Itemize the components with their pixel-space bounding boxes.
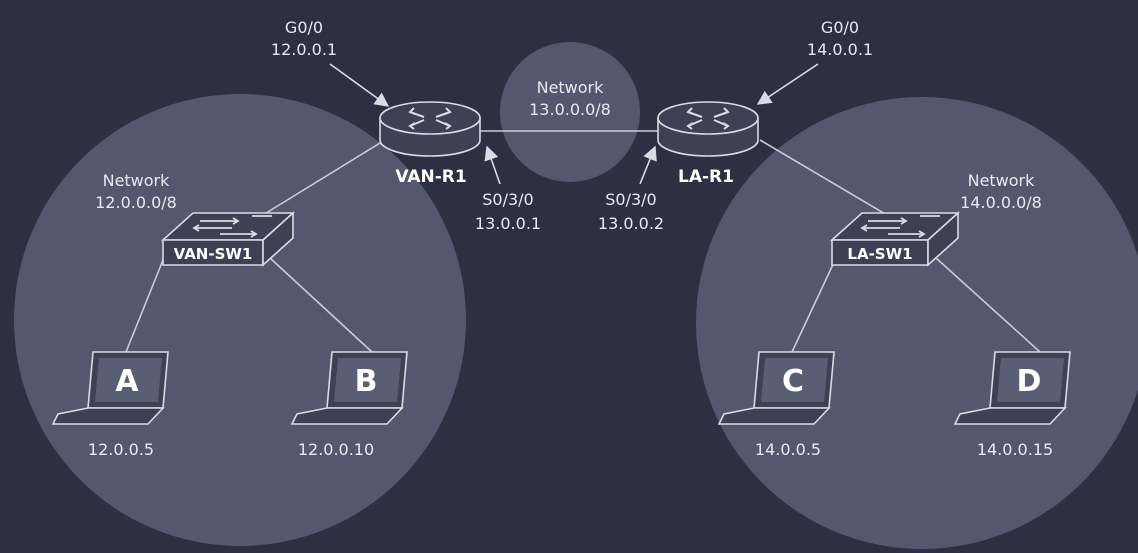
laptop-icon — [51, 351, 169, 425]
host-letter: B — [355, 364, 378, 399]
network-zone-right — [696, 97, 1138, 549]
switch-icon — [160, 211, 296, 267]
arrow-la-g00 — [756, 63, 819, 105]
router-la-r1[interactable] — [657, 101, 759, 157]
link-la-sw1-c — [791, 257, 837, 353]
wan-network-title: Network — [537, 78, 605, 97]
callout-arrows — [329, 63, 819, 185]
host-letter: C — [782, 364, 804, 399]
arrow-la-s030 — [639, 145, 657, 185]
la-s-iface-label: S0/3/0 — [605, 190, 656, 209]
router-icon — [379, 101, 481, 157]
van-g-iface-label: G0/0 — [285, 18, 323, 37]
la-s-ip-label: 13.0.0.2 — [598, 214, 664, 233]
van-s-ip-label: 13.0.0.1 — [475, 214, 541, 233]
network-zone-left — [14, 94, 466, 546]
van-router-name: VAN-R1 — [395, 167, 466, 187]
host-c[interactable]: C — [717, 351, 835, 425]
host-letter: A — [115, 364, 139, 399]
la-g-ip-label: 14.0.0.1 — [807, 40, 873, 59]
host-a-ip: 12.0.0.5 — [88, 440, 154, 459]
switch-la-sw1[interactable] — [829, 211, 961, 267]
switch-icon — [829, 211, 961, 267]
van-g-ip-label: 12.0.0.1 — [271, 40, 337, 59]
left-network-address: 12.0.0.0/8 — [95, 193, 177, 212]
la-g-iface-label: G0/0 — [821, 18, 859, 37]
network-zone-wan — [500, 42, 640, 182]
laptop-icon — [290, 351, 408, 425]
left-network-title: Network — [103, 171, 171, 190]
van-s-iface-label: S0/3/0 — [482, 190, 533, 209]
wan-network-address: 13.0.0.0/8 — [529, 100, 611, 119]
link-la-sw1-d — [935, 257, 1041, 353]
link-van-r1-sw1 — [257, 139, 386, 219]
host-b[interactable]: B — [290, 351, 408, 425]
host-letter: D — [1017, 364, 1042, 399]
right-network-title: Network — [968, 171, 1036, 190]
arrow-van-g00 — [329, 63, 390, 107]
link-la-r1-sw1 — [759, 139, 893, 219]
link-van-sw1-a — [125, 254, 166, 353]
router-icon — [657, 101, 759, 157]
host-d-ip: 14.0.0.15 — [977, 440, 1053, 459]
switch-van-sw1[interactable] — [160, 211, 296, 267]
host-b-ip: 12.0.0.10 — [298, 440, 374, 459]
router-van-r1[interactable] — [379, 101, 481, 157]
right-network-address: 14.0.0.0/8 — [960, 193, 1042, 212]
laptop-icon — [717, 351, 835, 425]
links — [125, 130, 1041, 353]
host-c-ip: 14.0.0.5 — [755, 440, 821, 459]
link-van-sw1-b — [269, 257, 373, 353]
laptop-icon — [953, 351, 1071, 425]
host-d[interactable]: D — [953, 351, 1071, 425]
host-a[interactable]: A — [51, 351, 169, 425]
la-switch-name: LA-SW1 — [847, 245, 912, 263]
la-router-name: LA-R1 — [678, 167, 734, 187]
arrow-van-s030 — [484, 145, 501, 185]
van-switch-name: VAN-SW1 — [174, 245, 253, 263]
